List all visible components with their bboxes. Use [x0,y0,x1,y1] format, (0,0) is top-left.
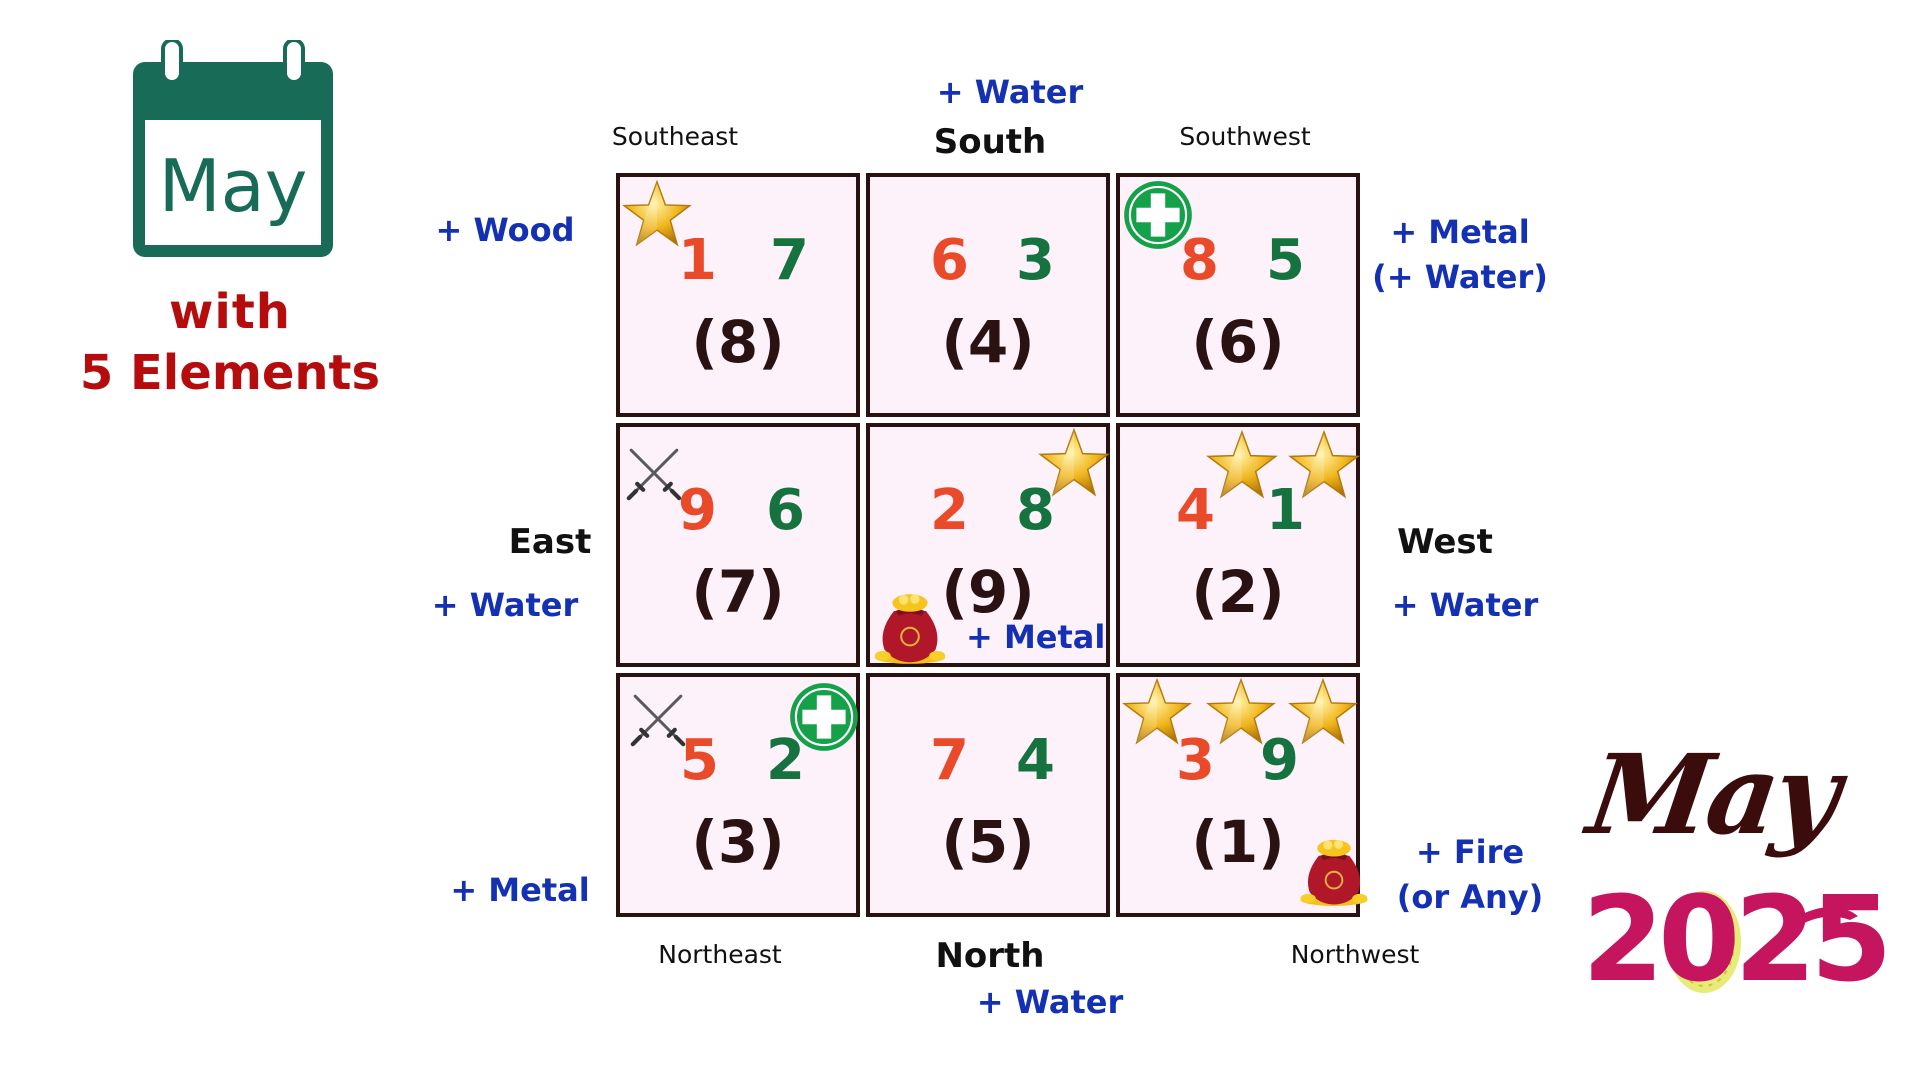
calendar-icon: May [133,38,333,270]
heading-with: with [169,284,291,340]
cell-green-number: 3 [1016,228,1055,293]
grid-cell-east: 9 6 (7) [616,423,860,667]
direction-east: East [508,522,592,562]
element-label-northeast: + Metal [450,871,590,909]
grid-cell-northeast: 5 2 (3) [616,673,860,917]
script-may-logo: May [1581,730,1850,870]
cell-red-number: 8 [1180,228,1219,293]
cell-base-number: (3) [691,808,785,876]
cell-green-number: 4 [1016,728,1055,793]
cell-base-number: (1) [1191,808,1285,876]
cell-red-number: 6 [930,228,969,293]
grid-cell-northwest: 3 9 (1) [1116,673,1360,917]
direction-south: South [933,122,1047,162]
cell-red-number: 3 [1176,728,1215,793]
year-2025-logo: 2025 [1582,870,1892,1010]
money-bag-icon [870,587,950,667]
element-label-northwest: + Fire (or Any) [1385,830,1555,920]
element-label-southwest-line1: + Metal [1390,213,1530,251]
direction-southwest: Southwest [1179,122,1311,151]
grid-cell-southeast: 1 7 (8) [616,173,860,417]
heading-five-elements: 5 Elements [79,345,381,401]
cell-red-number: 7 [930,728,969,793]
cell-green-number: 2 [766,728,805,793]
money-bag-icon [1296,833,1372,909]
cell-red-number: 2 [930,478,969,543]
element-label-northwest-line1: + Fire [1415,833,1525,871]
direction-northwest: Northwest [1290,940,1420,969]
element-label-east: + Water [431,586,579,624]
cell-red-number: 9 [678,478,717,543]
element-label-south: + Water [936,73,1084,111]
direction-southeast: Southeast [611,122,739,151]
element-label-north: + Water [976,983,1124,1021]
element-label-northwest-line2: (or Any) [1396,877,1544,916]
cell-base-number: (9) [941,558,1035,626]
cell-base-number: (6) [1191,308,1285,376]
cell-base-number: (4) [941,308,1035,376]
calendar-month-label: May [158,144,308,228]
cell-green-number: 8 [1016,478,1055,543]
element-label-southeast: + Wood [435,211,575,249]
direction-west: West [1397,522,1493,562]
snake-head-icon [1786,907,1858,930]
crossed-swords-icon [624,443,684,503]
element-label-west: + Water [1391,586,1539,624]
cell-base-number: (8) [691,308,785,376]
cell-green-number: 9 [1260,728,1299,793]
element-label-center: + Metal [966,618,1106,656]
element-label-southwest-line2: (+ Water) [1372,257,1548,296]
script-may-text: May [1581,730,1845,859]
cell-red-number: 5 [680,728,719,793]
year-2025-text: 2025 [1582,870,1892,1008]
cell-green-number: 1 [1266,478,1305,543]
element-label-southwest: + Metal (+ Water) [1365,210,1555,300]
cell-base-number: (5) [941,808,1035,876]
cell-base-number: (2) [1191,558,1285,626]
direction-north: North [935,936,1045,976]
crossed-swords-icon [628,689,688,749]
cell-red-number: 4 [1176,478,1215,543]
grid-cell-north: 7 4 (5) [866,673,1110,917]
cell-green-number: 6 [766,478,805,543]
cell-base-number: (7) [691,558,785,626]
cell-red-number: 1 [678,228,717,293]
snake-zero-icon [1667,891,1741,993]
cell-green-number: 5 [1266,228,1305,293]
grid-cell-west: 4 1 (2) [1116,423,1360,667]
grid-cell-center: 2 8 (9) + Metal [866,423,1110,667]
grid-cell-south: 6 3 (4) [866,173,1110,417]
direction-northeast: Northeast [658,940,782,969]
cell-green-number: 7 [770,228,809,293]
grid-cell-southwest: 8 5 (6) [1116,173,1360,417]
